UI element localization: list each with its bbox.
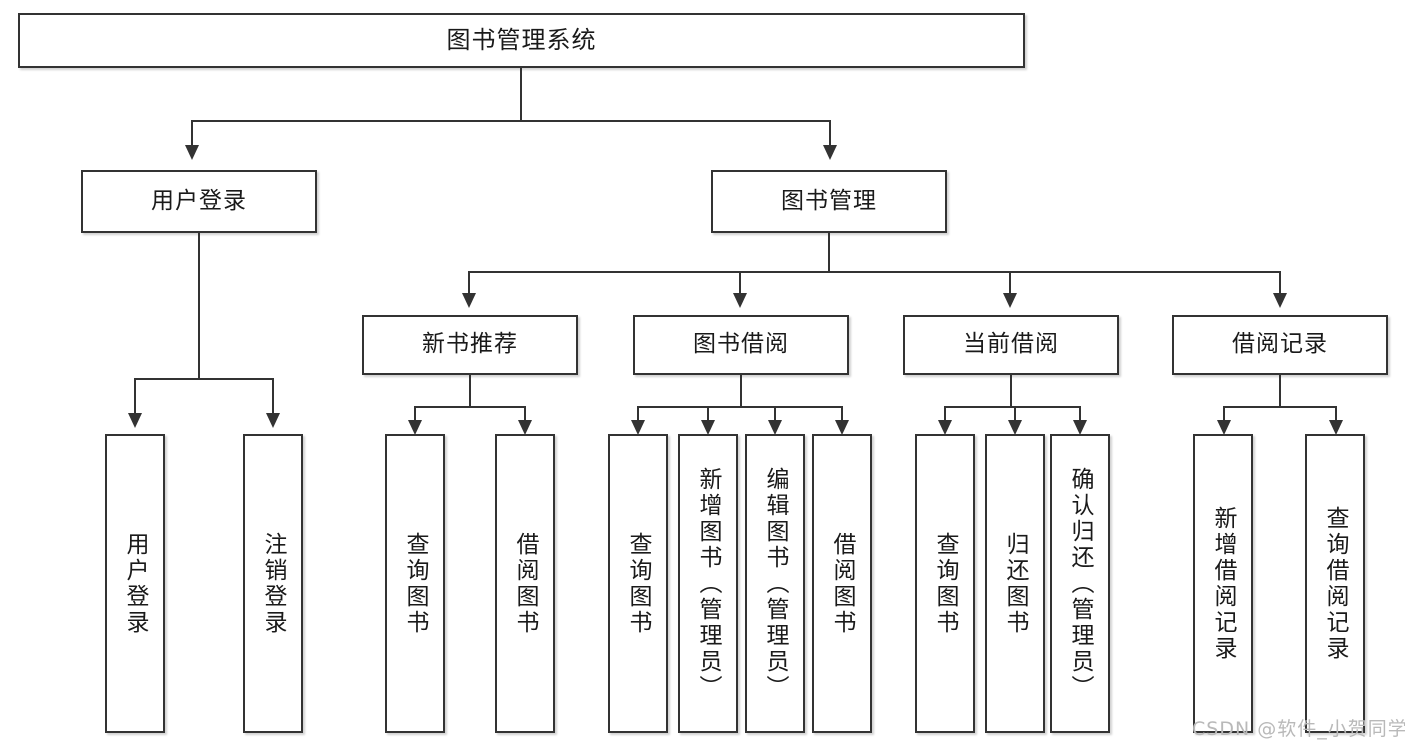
arrow-to-leaf-add-book [701,420,715,435]
leaf-user-login[interactable]: 用户登录 [105,434,165,733]
arrow-to-leaf-borrow-book-1 [518,420,532,435]
arrow-to-leaf-user-login [128,413,142,428]
edge-book-management-stem [828,233,830,271]
arrow-to-book-management [823,145,837,160]
leaf-query-book-1[interactable]: 查询图书 [385,434,445,733]
edge-borrow-record-stem [1279,375,1281,406]
node-new-book-recommend[interactable]: 新书推荐 [362,315,578,375]
leaf-add-record-label: 新增借阅记录 [1210,505,1236,662]
arrow-to-leaf-query-book-2 [631,420,645,435]
leaf-borrow-book-2[interactable]: 借阅图书 [812,434,872,733]
leaf-user-login-label: 用户登录 [122,531,148,636]
leaf-return-book-label: 归还图书 [1002,531,1028,636]
edge-bb-leaf-2 [707,406,709,426]
leaf-query-book-3[interactable]: 查询图书 [915,434,975,733]
edge-level3-bar [468,271,1280,273]
edge-to-borrow-record [1279,271,1281,293]
arrow-to-leaf-return-book [1008,420,1022,435]
leaf-borrow-book-1-label: 借阅图书 [512,531,538,636]
arrow-to-leaf-query-record [1329,420,1343,435]
leaf-query-record[interactable]: 查询借阅记录 [1305,434,1365,733]
arrow-to-new-book-recommend [462,293,476,308]
edge-bb-leaf-4 [841,406,843,426]
arrow-to-leaf-borrow-book-2 [835,420,849,435]
edge-bb-leaf-1 [637,406,639,426]
edge-cb-leaf-3 [1079,406,1081,426]
edge-to-new-book-recommend [468,271,470,293]
csdn-watermark: CSDN @软件_小贺同学 [1192,718,1405,740]
leaf-edit-book-label: 编辑图书（管理员） [762,466,788,701]
edge-cb-leaf-2 [1014,406,1016,426]
edge-user-login-stem [198,233,200,378]
arrow-to-leaf-logout-login [266,413,280,428]
leaf-query-record-label: 查询借阅记录 [1322,505,1348,662]
edge-root-stem [520,68,522,120]
arrow-to-leaf-add-record [1217,420,1231,435]
edge-borrow-record-bar [1223,406,1337,408]
node-root-book-management-system[interactable]: 图书管理系统 [18,13,1025,68]
arrow-to-leaf-confirm-return [1073,420,1087,435]
edge-user-login-bar [134,378,274,380]
edge-new-book-recommend-bar [414,406,526,408]
edge-current-borrow-bar [944,406,1080,408]
edge-br-leaf-1 [1223,406,1225,426]
edge-root-to-book-management [829,120,831,145]
leaf-add-book[interactable]: 新增图书（管理员） [678,434,738,733]
arrow-to-book-borrow [733,293,747,308]
edge-to-book-borrow [739,271,741,293]
edge-nbr-leaf-1 [414,406,416,426]
edge-br-leaf-2 [1335,406,1337,426]
edge-user-login-to-leaf-1 [134,378,136,413]
leaf-borrow-book-1[interactable]: 借阅图书 [495,434,555,733]
leaf-query-book-1-label: 查询图书 [402,531,428,636]
edge-to-current-borrow [1009,271,1011,293]
leaf-add-book-label: 新增图书（管理员） [695,466,721,701]
node-user-login[interactable]: 用户登录 [81,170,317,233]
node-current-borrow[interactable]: 当前借阅 [903,315,1119,375]
edge-new-book-recommend-stem [469,375,471,406]
arrow-to-leaf-edit-book [768,420,782,435]
edge-user-login-to-leaf-2 [272,378,274,413]
node-book-borrow[interactable]: 图书借阅 [633,315,849,375]
arrow-to-user-login [185,145,199,160]
leaf-query-book-3-label: 查询图书 [932,531,958,636]
edge-root-to-user-login [191,120,193,145]
edge-current-borrow-stem [1010,375,1012,406]
arrow-to-leaf-query-book-3 [938,420,952,435]
edge-nbr-leaf-2 [524,406,526,426]
leaf-query-book-2[interactable]: 查询图书 [608,434,668,733]
edge-root-bar [191,120,831,122]
leaf-logout-login-label: 注销登录 [260,531,286,636]
node-book-management[interactable]: 图书管理 [711,170,947,233]
arrow-to-borrow-record [1273,293,1287,308]
node-borrow-record[interactable]: 借阅记录 [1172,315,1388,375]
arrow-to-leaf-query-book-1 [408,420,422,435]
edge-cb-leaf-1 [944,406,946,426]
leaf-confirm-return-label: 确认归还（管理员） [1067,466,1093,701]
leaf-edit-book[interactable]: 编辑图书（管理员） [745,434,805,733]
edge-book-borrow-bar [637,406,842,408]
arrow-to-current-borrow [1003,293,1017,308]
leaf-query-book-2-label: 查询图书 [625,531,651,636]
edge-bb-leaf-3 [774,406,776,426]
leaf-confirm-return[interactable]: 确认归还（管理员） [1050,434,1110,733]
leaf-return-book[interactable]: 归还图书 [985,434,1045,733]
leaf-logout-login[interactable]: 注销登录 [243,434,303,733]
leaf-borrow-book-2-label: 借阅图书 [829,531,855,636]
leaf-add-record[interactable]: 新增借阅记录 [1193,434,1253,733]
edge-book-borrow-stem [740,375,742,406]
